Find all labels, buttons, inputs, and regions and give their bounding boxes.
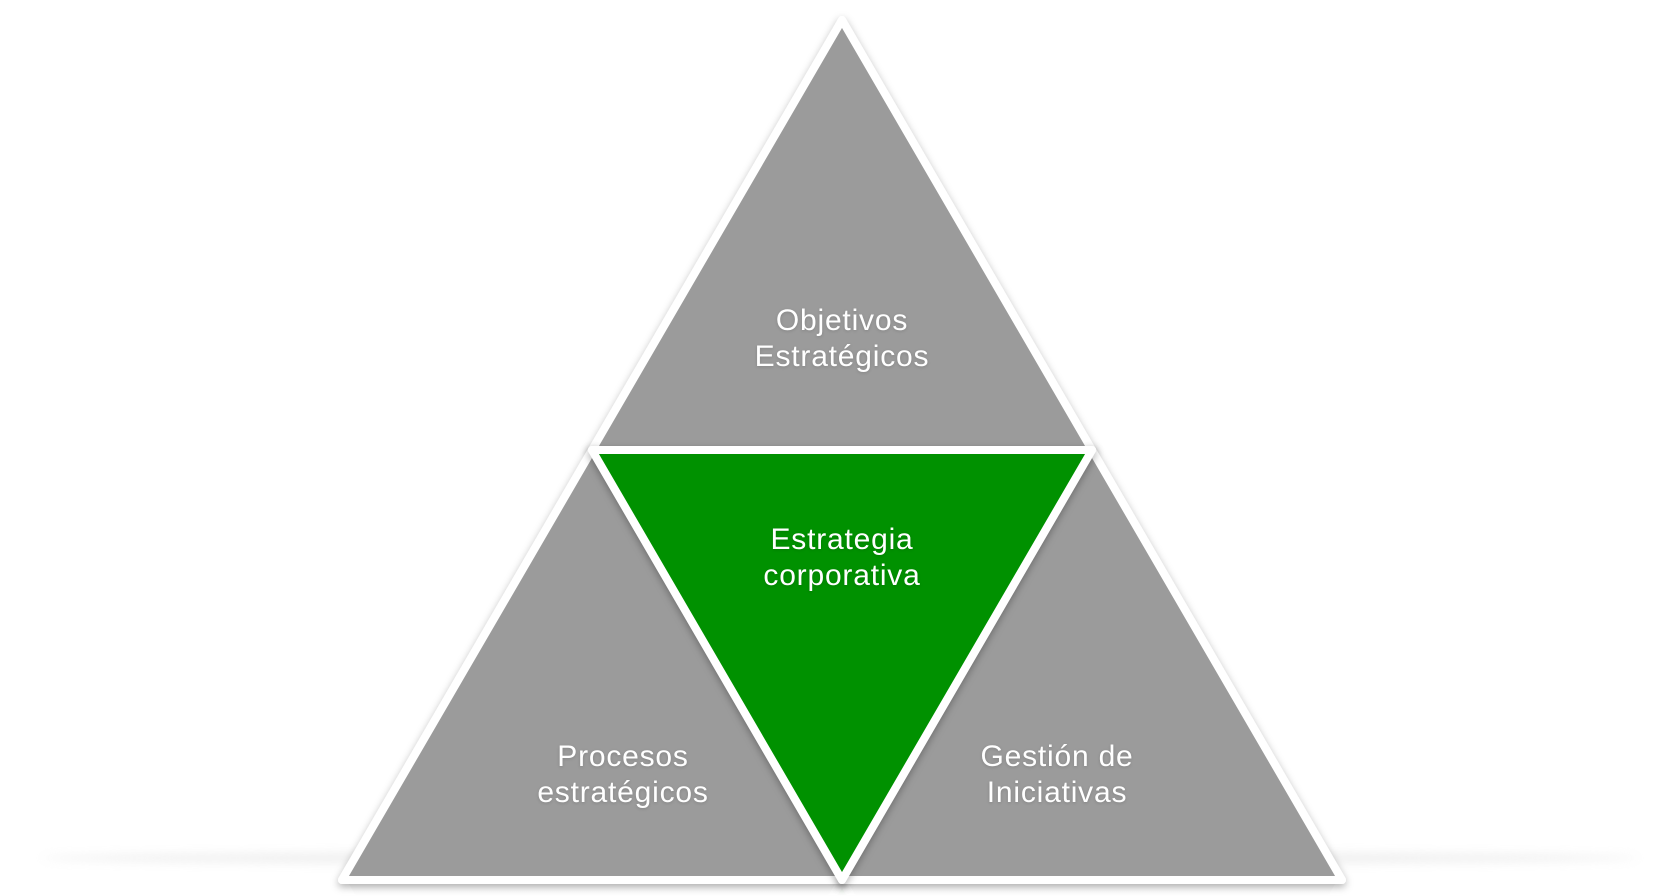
segment-objetivos-estrategicos (588, 16, 1096, 454)
pyramid-segments (338, 16, 1346, 884)
segment-estrategia-corporativa (588, 446, 1096, 884)
